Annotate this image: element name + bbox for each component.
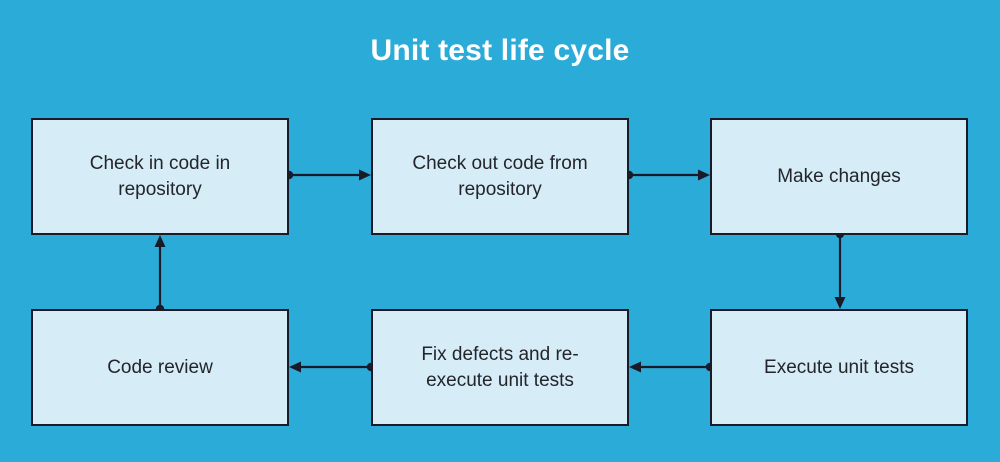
page-title: Unit test life cycle (370, 34, 630, 67)
node-label: Code review (107, 356, 213, 378)
edge-checkout-to-makechanges (624, 169, 710, 181)
edge-makechanges-to-execute (834, 229, 846, 309)
node-label: Make changes (777, 165, 901, 187)
node-check-in-code[interactable]: Check in code in repository (31, 118, 289, 235)
node-label: Fix defects and re- execute unit tests (421, 343, 579, 391)
node-label: Check in code in repository (89, 152, 231, 200)
node-check-out-code[interactable]: Check out code from repository (371, 118, 629, 235)
edge-execute-to-fixdefects (629, 361, 715, 373)
node-fix-defects[interactable]: Fix defects and re- execute unit tests (371, 309, 629, 426)
edge-codereview-to-checkin (154, 235, 166, 314)
node-execute-unit-tests[interactable]: Execute unit tests (710, 309, 968, 426)
node-label: Execute unit tests (764, 356, 914, 378)
edge-checkin-to-checkout (284, 169, 371, 181)
node-make-changes[interactable]: Make changes (710, 118, 968, 235)
edge-fixdefects-to-codereview (289, 361, 376, 373)
node-code-review[interactable]: Code review (31, 309, 289, 426)
node-label: Check out code from repository (412, 152, 588, 200)
